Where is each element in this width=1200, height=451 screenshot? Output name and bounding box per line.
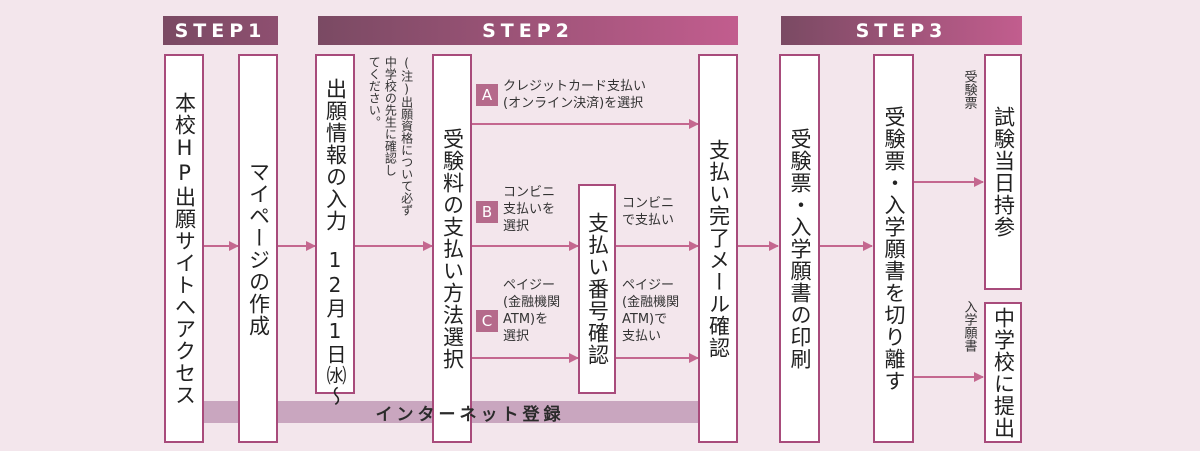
option-a-badge: A bbox=[476, 84, 498, 106]
application-entry-box: 出願情報の入力 12月1日㈬～ bbox=[315, 54, 355, 407]
bring-exam-day-label: 試験当日持参 bbox=[991, 106, 1016, 238]
option-c-badge: C bbox=[476, 310, 498, 332]
payment-number-box: 支払い番号確認 bbox=[578, 184, 616, 394]
payment-complete-mail-label: 支払い完了メール確認 bbox=[706, 138, 731, 359]
step1-banner: STEP1 bbox=[163, 16, 278, 45]
payment-number-label: 支払い番号確認 bbox=[585, 212, 610, 366]
access-site-box: 本校HP出願サイトへアクセス bbox=[164, 54, 204, 443]
option-b-result: コンビニ で支払い bbox=[622, 196, 675, 228]
print-ticket-box: 受験票・入学願書の印刷 bbox=[779, 54, 820, 443]
cut-ticket-label: 受験票・入学願書を切り離す bbox=[882, 105, 907, 392]
payment-method-label: 受験料の支払い方法選択 bbox=[440, 127, 465, 370]
option-c-result: ペイジー (金融機関 ATM)で 支払い bbox=[622, 278, 680, 344]
step2-banner: STEP2 bbox=[318, 16, 738, 45]
step3-banner: STEP3 bbox=[781, 16, 1022, 45]
application-start-date: 12月1日㈬～ bbox=[323, 248, 347, 407]
option-c-text: ペイジー (金融機関 ATM)を 選択 bbox=[503, 278, 561, 344]
option-b-badge: B bbox=[476, 201, 498, 223]
bring-exam-day-box: 試験当日持参 bbox=[984, 54, 1022, 290]
payment-complete-mail-box: 支払い完了メール確認 bbox=[698, 54, 738, 443]
option-a-text: クレジットカード支払い (オンライン決済)を選択 bbox=[503, 79, 647, 111]
create-mypage-box: マイページの作成 bbox=[238, 54, 278, 443]
option-b-text: コンビニ 支払いを 選択 bbox=[503, 185, 556, 234]
access-site-label: 本校HP出願サイトへアクセス bbox=[172, 91, 197, 406]
application-form-side-label: 入学願書 bbox=[961, 300, 977, 352]
print-ticket-label: 受験票・入学願書の印刷 bbox=[788, 127, 813, 370]
create-mypage-label: マイページの作成 bbox=[246, 160, 271, 337]
cut-ticket-box: 受験票・入学願書を切り離す bbox=[873, 54, 914, 443]
submit-school-label: 中学校に提出 bbox=[991, 306, 1016, 439]
internet-registration-label: インターネット登録 bbox=[375, 404, 565, 425]
payment-method-box: 受験料の支払い方法選択 bbox=[432, 54, 472, 443]
submit-school-box: 中学校に提出 bbox=[984, 302, 1022, 443]
application-entry-label: 出願情報の入力 bbox=[323, 78, 348, 232]
exam-ticket-side-label: 受験票 bbox=[961, 70, 977, 109]
eligibility-note: (注)出願資格について必ず 中学校の先生に確認し てください。 bbox=[367, 56, 414, 216]
